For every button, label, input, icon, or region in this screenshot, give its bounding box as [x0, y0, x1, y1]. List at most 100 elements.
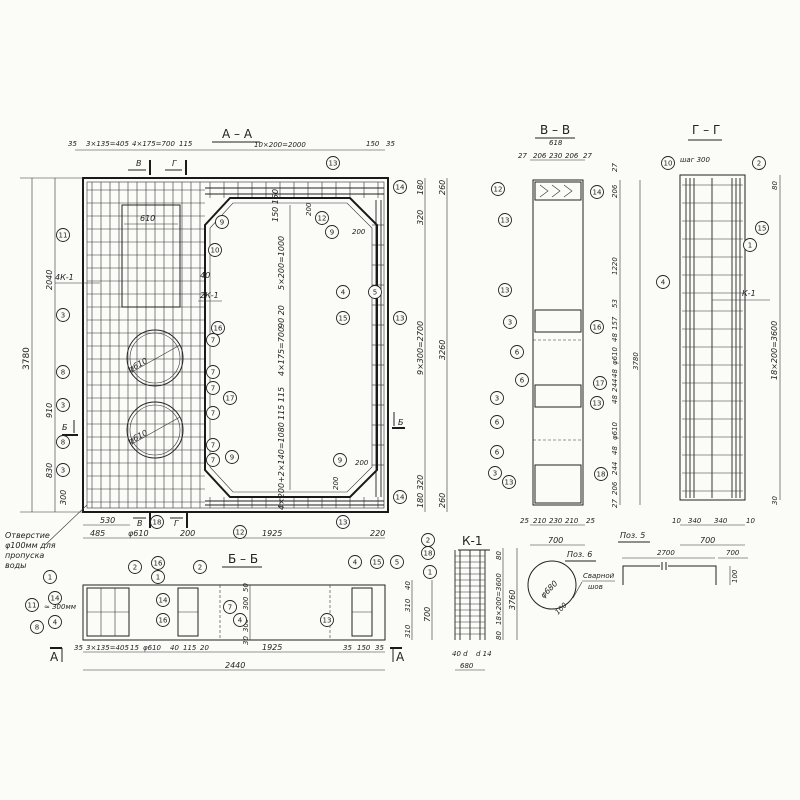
spacing-note: шаг 300 — [680, 156, 711, 164]
svg-text:А: А — [50, 650, 59, 664]
section-mark-b-left: Б — [62, 420, 78, 436]
dim-text: 230 — [549, 152, 563, 160]
section-vv: В – В 618 27 206 230 206 27 27 206 1220 … — [488, 123, 641, 546]
callout-number: 13 — [396, 315, 405, 323]
callout-number: 4 — [661, 279, 666, 287]
callout-circle — [326, 156, 340, 170]
dim-text: 48 — [611, 395, 619, 404]
callout-circle — [206, 438, 220, 452]
dim-text: 25 — [586, 517, 595, 525]
callout-number: 13 — [501, 217, 510, 225]
callout-circle — [393, 311, 407, 325]
ring-bar — [527, 560, 577, 610]
section-bb-title: Б – Б — [228, 552, 258, 566]
dim-text: 30 — [771, 496, 779, 505]
callout-number: 6 — [495, 449, 500, 457]
pipe-opening-upper — [126, 329, 184, 387]
callout-circle — [325, 225, 339, 239]
drain-hole-note: Отверстие φ100мм для пропуска воды — [5, 504, 88, 570]
dim-text: φ610 — [611, 346, 619, 365]
panel-outline — [82, 177, 389, 513]
cage-k1: К-1 80 18×200=3600 80 3760 40 310 310 70… — [404, 533, 518, 671]
dim-text: 40 — [404, 581, 412, 590]
dim-text: 200 — [305, 202, 313, 216]
dim-text: 35 — [68, 140, 77, 148]
section-gg-title: Г – Г — [692, 123, 720, 137]
dim-text: 2700 — [657, 549, 675, 557]
callout-circle — [515, 373, 529, 387]
callout-circle — [423, 565, 437, 579]
callout-circle — [206, 365, 220, 379]
callout-number: 14 — [51, 595, 60, 603]
dim-text: 15 — [130, 644, 139, 652]
dim-text: 485 — [90, 529, 105, 538]
callout-circle — [151, 570, 165, 584]
callout-number: 3 — [61, 467, 65, 475]
dim-text: 300 — [242, 596, 250, 610]
dim-text: 10 — [746, 517, 755, 525]
callout-circle — [594, 467, 608, 481]
callout-number: 13 — [593, 400, 602, 408]
rebar-grid-gg — [682, 178, 743, 498]
dim-text: d 14 — [476, 650, 492, 658]
dim-text: 10 — [672, 517, 681, 525]
callout-circle — [233, 525, 247, 539]
callout-circle — [393, 490, 407, 504]
dim-text: 244 — [611, 379, 619, 392]
callout-circle — [223, 600, 237, 614]
dim-text: 310 — [404, 598, 412, 612]
dim-text: 100 — [731, 569, 739, 583]
callout-number: 3 — [493, 470, 497, 478]
callout-number: 13 — [323, 617, 332, 625]
rebar-grid-left — [87, 182, 205, 508]
dim-text: 700 — [548, 536, 563, 545]
callout-number: 8 — [35, 624, 39, 632]
dim-text: 910 — [45, 403, 54, 418]
callout-circle — [30, 620, 44, 634]
dim-text: 18×200=3600 — [770, 321, 779, 380]
dim-text: φ610 — [611, 421, 619, 440]
section-vv-outline — [532, 179, 584, 506]
dim-text: 4×175=700 — [277, 327, 286, 376]
callout-circle — [56, 228, 70, 242]
svg-text:Г: Г — [172, 159, 177, 168]
callout-number: 13 — [505, 479, 514, 487]
dim-text: φ610 — [143, 644, 162, 652]
callout-circle — [320, 613, 334, 627]
dim-text: 3260 — [438, 340, 447, 360]
callout-number: 15 — [373, 559, 382, 567]
dim-text: 200 — [180, 529, 195, 538]
callout-number: 14 — [396, 494, 405, 502]
callout-number: 12 — [236, 529, 245, 537]
dim-text: 200 — [355, 459, 369, 467]
dim-text: 4×175=700 — [132, 140, 175, 148]
callout-circle — [43, 570, 57, 584]
callout-circle — [56, 463, 70, 477]
svg-text:Г: Г — [174, 519, 179, 528]
dim-text: 200 — [332, 476, 340, 490]
dim-text: 618 — [549, 139, 563, 147]
dim-text: 115 115 — [277, 387, 286, 420]
callout-circle — [215, 215, 229, 229]
callout-circle — [491, 182, 505, 196]
callout-number: 14 — [593, 189, 602, 197]
dim-text: 4×200+2×140=1080 — [277, 422, 286, 510]
window-width-dim: 610 — [140, 214, 155, 223]
large-opening — [204, 197, 378, 498]
section-aa-title: А – А — [222, 127, 253, 141]
callout-number: 6 — [515, 349, 520, 357]
callout-number: 18 — [424, 550, 433, 558]
dim-text: 40 — [170, 644, 179, 652]
label-2k1: 2К-1 — [200, 291, 219, 300]
section-mark-g: Г — [165, 159, 187, 175]
svg-text:Б: Б — [398, 418, 404, 427]
k1-title: К-1 — [462, 534, 482, 548]
dim-text: 230 — [549, 517, 563, 525]
pos6-title: Поз. 6 — [567, 550, 592, 559]
callout-number: 4 — [53, 619, 58, 627]
callout-circle — [208, 243, 222, 257]
dim-text: 700 — [423, 607, 432, 622]
callout-circle — [336, 285, 350, 299]
pipe-opening-lower — [126, 401, 184, 459]
